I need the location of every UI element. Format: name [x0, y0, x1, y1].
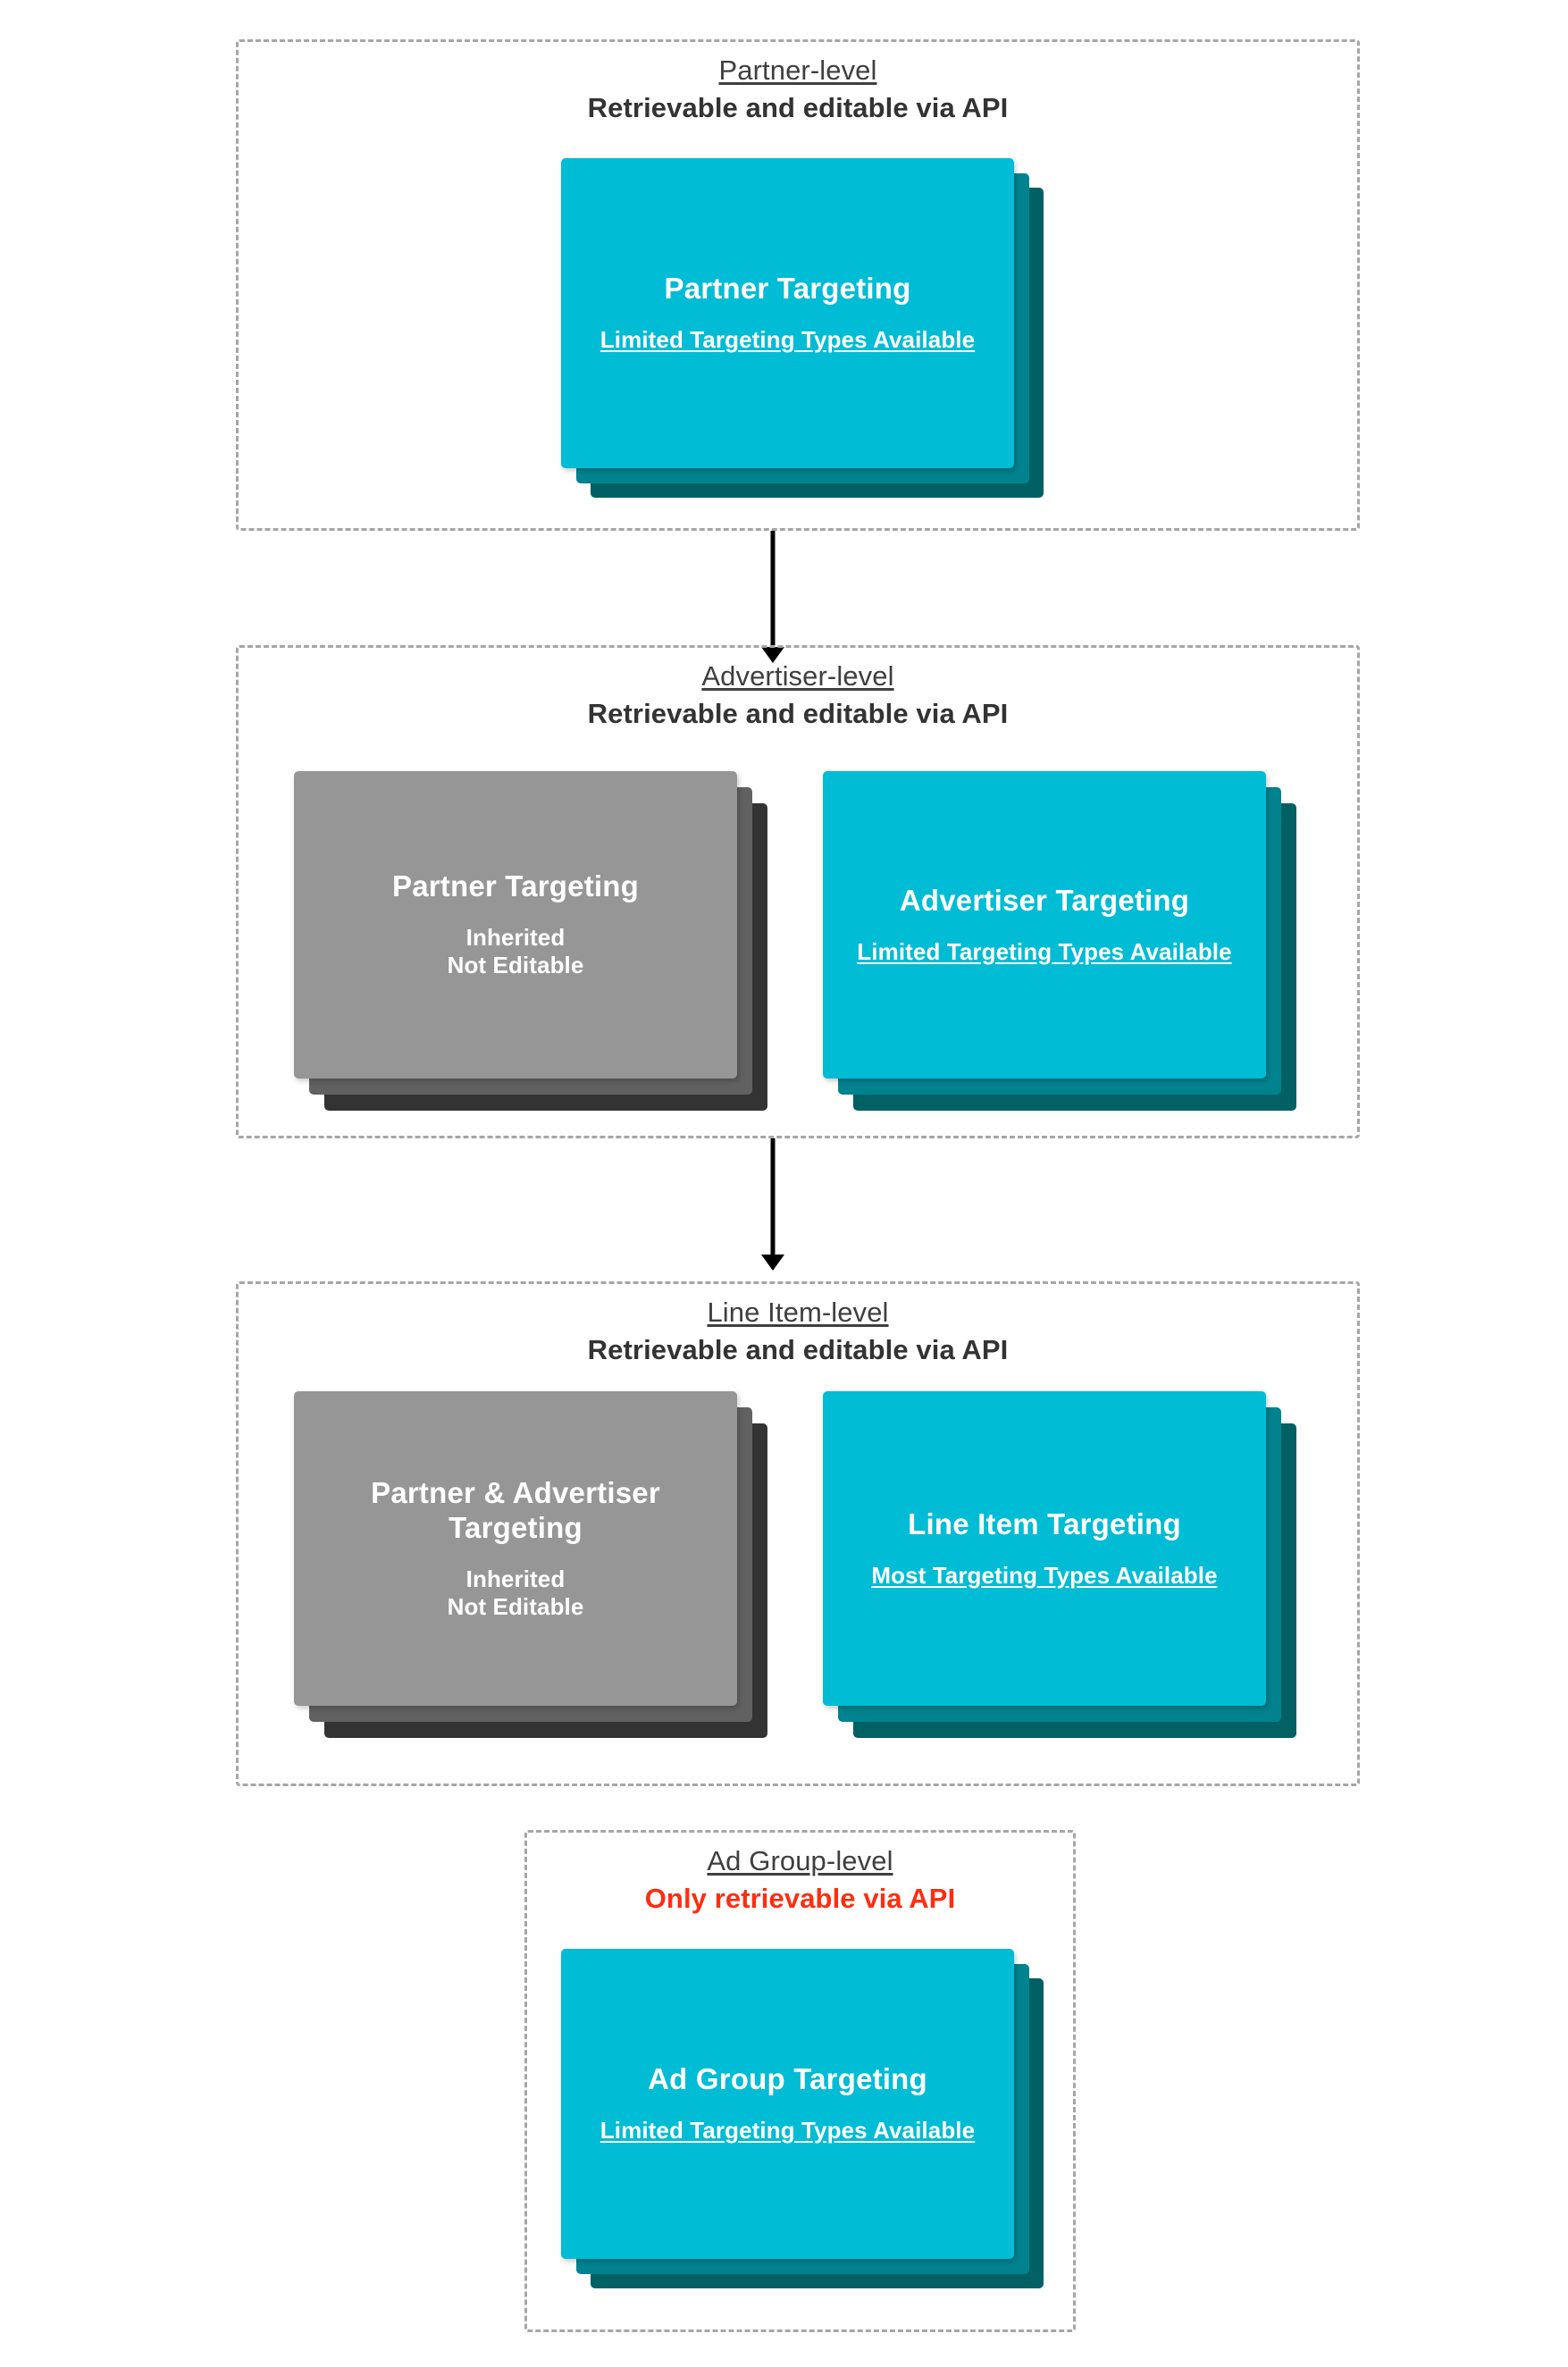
card-subtitle: Inherited Not Editable — [447, 924, 584, 979]
level-api-note-line-item: Retrievable and editable via API — [587, 1333, 1009, 1365]
level-header-ad-group: Ad Group-level Only retrievable via API — [527, 1845, 1073, 1914]
card-stack-inherited-partner-advertiser-targeting: Partner & Advertiser Targeting Inherited… — [294, 1391, 767, 1749]
level-header-line-item: Line Item-level Retrievable and editable… — [239, 1297, 1357, 1365]
card-stack-advertiser-targeting: Advertiser Targeting Limited Targeting T… — [823, 771, 1296, 1120]
level-title-ad-group: Ad Group-level — [707, 1845, 893, 1876]
card-stack-ad-group-targeting: Ad Group Targeting Limited Targeting Typ… — [561, 1949, 1044, 2293]
card-stack-inherited-partner-targeting: Partner Targeting Inherited Not Editable — [294, 771, 767, 1120]
level-panel-line-item: Line Item-level Retrievable and editable… — [236, 1281, 1360, 1786]
card-partner-targeting[interactable]: Partner Targeting Limited Targeting Type… — [561, 158, 1014, 468]
card-title: Partner Targeting — [391, 869, 639, 903]
down-arrow-icon — [761, 647, 784, 663]
card-title: Advertiser Targeting — [899, 883, 1190, 917]
card-inherited-partner-targeting[interactable]: Partner Targeting Inherited Not Editable — [294, 771, 737, 1079]
level-panel-advertiser: Advertiser-level Retrievable and editabl… — [236, 645, 1360, 1138]
connector-partner-to-advertiser — [755, 531, 791, 663]
level-api-note-partner: Retrievable and editable via API — [587, 91, 1009, 123]
card-advertiser-targeting[interactable]: Advertiser Targeting Limited Targeting T… — [823, 771, 1266, 1079]
card-title: Line Item Targeting — [908, 1507, 1181, 1540]
card-title: Ad Group Targeting — [648, 2062, 927, 2096]
down-arrow-icon — [761, 1255, 784, 1271]
card-title: Partner & Advertiser Targeting — [371, 1475, 660, 1544]
card-stack-line-item-targeting: Line Item Targeting Most Targeting Types… — [823, 1391, 1296, 1749]
level-api-note-ad-group: Only retrievable via API — [644, 1882, 956, 1914]
level-panel-partner: Partner-level Retrievable and editable v… — [236, 39, 1360, 531]
level-header-advertiser: Advertiser-level Retrievable and editabl… — [239, 660, 1357, 729]
card-subtitle: Inherited Not Editable — [447, 1565, 584, 1620]
level-title-partner: Partner-level — [718, 55, 877, 86]
level-title-advertiser: Advertiser-level — [701, 660, 894, 692]
card-subtitle: Most Targeting Types Available — [871, 1561, 1218, 1589]
down-arrow-icon-shaft — [770, 1138, 776, 1255]
level-panel-ad-group: Ad Group-level Only retrievable via API … — [524, 1830, 1076, 2332]
connector-advertiser-to-line-item — [755, 1138, 791, 1271]
card-stack-partner-targeting: Partner Targeting Limited Targeting Type… — [561, 158, 1044, 498]
down-arrow-icon-shaft — [770, 531, 776, 648]
card-subtitle: Limited Targeting Types Available — [600, 326, 976, 354]
card-title: Partner Targeting — [664, 272, 911, 306]
card-inherited-partner-advertiser-targeting[interactable]: Partner & Advertiser Targeting Inherited… — [294, 1391, 737, 1706]
level-title-line-item: Line Item-level — [707, 1297, 889, 1328]
level-api-note-advertiser: Retrievable and editable via API — [587, 697, 1009, 729]
card-subtitle: Limited Targeting Types Available — [600, 2117, 976, 2145]
card-ad-group-targeting[interactable]: Ad Group Targeting Limited Targeting Typ… — [561, 1949, 1014, 2259]
level-header-partner: Partner-level Retrievable and editable v… — [239, 55, 1357, 123]
card-line-item-targeting[interactable]: Line Item Targeting Most Targeting Types… — [823, 1391, 1266, 1706]
card-subtitle: Limited Targeting Types Available — [857, 937, 1232, 965]
